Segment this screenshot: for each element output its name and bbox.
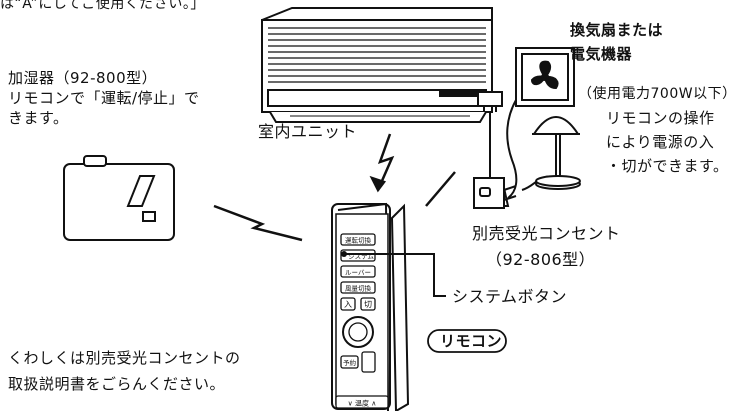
- receiver-outlet-illustration: [473, 177, 517, 209]
- humidifier-illustration: [63, 155, 175, 241]
- remote-label-mode: 運転切換: [345, 236, 372, 245]
- humidifier-description: 加湿器（92-800型） リモコンで「運転/停止」で きます。: [8, 68, 200, 128]
- fan-line-4: リモコンの操作: [606, 109, 715, 127]
- remote-label-off: 切: [364, 300, 372, 309]
- lamp-illustration: [532, 116, 581, 190]
- humidifier-line-3: きます。: [8, 109, 69, 127]
- remote-label-temp: ∨ 温度 ∧: [348, 399, 377, 408]
- system-button-label: システムボタン: [452, 287, 568, 306]
- fan-illustration: [515, 47, 575, 107]
- humidifier-line-1: 加湿器（92-800型）: [8, 69, 158, 87]
- fan-line-1: 換気扇または: [570, 21, 664, 39]
- receiver-label-block: 別売受光コンセント （92-806型）: [472, 224, 621, 270]
- fan-power-note: （使用電力700W以下）: [578, 86, 737, 102]
- fan-operation-note: リモコンの操作 により電源の入 ・切ができます。: [606, 108, 729, 176]
- receiver-line-2: （92-806型）: [486, 250, 596, 269]
- top-note-text: は“A”にしてご使用ください。」: [0, 0, 205, 12]
- remote-label-on: 入: [344, 300, 352, 309]
- indoor-unit-label: 室内ユニット: [258, 122, 358, 141]
- remote-label-timer: 予約: [343, 358, 357, 367]
- remote-label-pill: [427, 329, 507, 353]
- indoor-unit-illustration: [261, 7, 493, 123]
- bottom-note-line-2: 取扱説明書をごらんください。: [8, 375, 226, 393]
- remote-label-airflow: 風量切換: [345, 284, 372, 293]
- fan-line-2: 電気機器: [570, 45, 633, 63]
- remote-buttons: [335, 233, 389, 409]
- remote-label: リモコン: [440, 332, 503, 350]
- bottom-note-line-1: くわしくは別売受光コンセントの: [8, 349, 241, 367]
- signal-line-to-receiver: [425, 171, 456, 207]
- fan-line-5: により電源の入: [606, 133, 715, 151]
- remote-label-louver: ルーバー: [345, 269, 371, 277]
- humidifier-line-2: リモコンで「運転/停止」で: [8, 89, 200, 107]
- signal-bolt-to-indoor: [369, 133, 395, 193]
- system-button-leader-line: [346, 253, 446, 297]
- remote-button-labels: 運転切換 システム ルーバー 風量切換 入 切 予約 ∨ 温度 ∧: [343, 236, 376, 408]
- remote-label-system: システム: [348, 253, 374, 261]
- system-button-dot: [341, 251, 347, 257]
- fan-line-6: ・切ができます。: [606, 157, 729, 175]
- bottom-note: くわしくは別売受光コンセントの 取扱説明書をごらんください。: [8, 348, 241, 394]
- fan-label-block: 換気扇または 電気機器: [570, 20, 663, 64]
- receiver-line-1: 別売受光コンセント: [472, 224, 621, 243]
- signal-bolt-to-humidifier: [213, 204, 303, 242]
